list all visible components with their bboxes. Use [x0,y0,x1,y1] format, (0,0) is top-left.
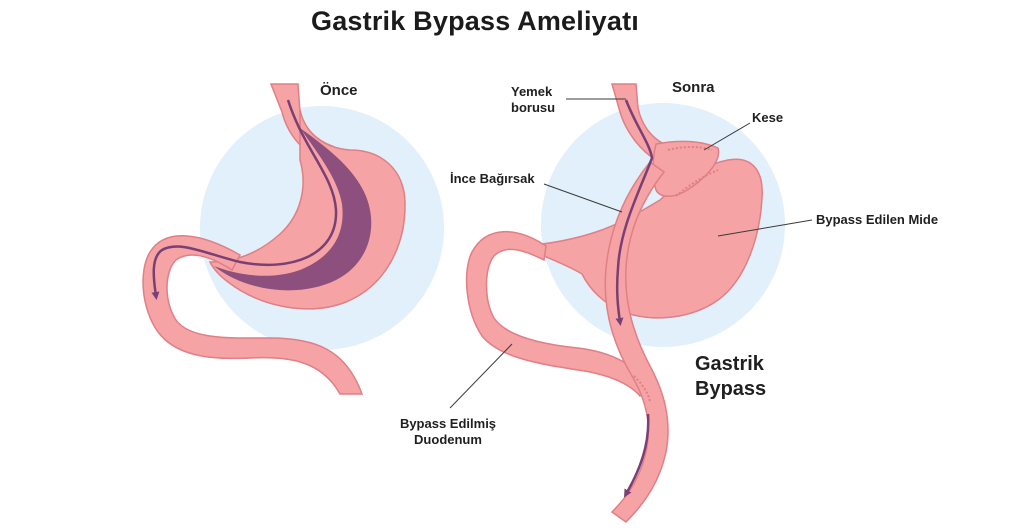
before-stomach-illustration [142,83,406,395]
after-food-path-arrow [615,99,654,326]
stomach-staple-line [675,169,719,197]
esophagus-label-line1: Yemek [511,84,553,99]
esophagus-label-line2: borusu [511,100,556,115]
pouch-label: Kese [752,110,784,125]
small-intestine-label: İnce Bağırsak [450,171,535,186]
procedure-name-line2: Bypass [695,378,767,400]
leader-lines [449,98,813,409]
duodenum-leader-line [449,343,513,409]
pouch-staple-line [667,146,713,151]
before-stomach-lining [214,128,372,291]
bypassed-duodenum [465,231,654,397]
after-lower-food-path-arrow [623,413,650,498]
duodenum-label-line1: Bypass Edilmiş [399,416,497,431]
bypassed-stomach [521,158,763,319]
duodenum-label-line2: Duodenum [414,432,482,447]
procedure-name-line1: Gastrik [695,353,764,375]
bypassed-stomach-label: Bypass Edilen Mide [816,212,939,227]
after-header: Sonra [672,79,715,96]
page-title: Gastrik Bypass Ameliyatı [311,6,639,36]
before-food-path-arrow [151,99,338,300]
after-bypass-illustration [465,83,763,523]
small-intestine-leader-line [543,183,623,213]
bypassed-stomach-leader-line [717,219,813,237]
anastomosis-staple-line [633,375,651,403]
pouch-leader-line [703,122,751,151]
before-header: Önce [320,82,358,99]
before-duodenum [142,235,364,395]
